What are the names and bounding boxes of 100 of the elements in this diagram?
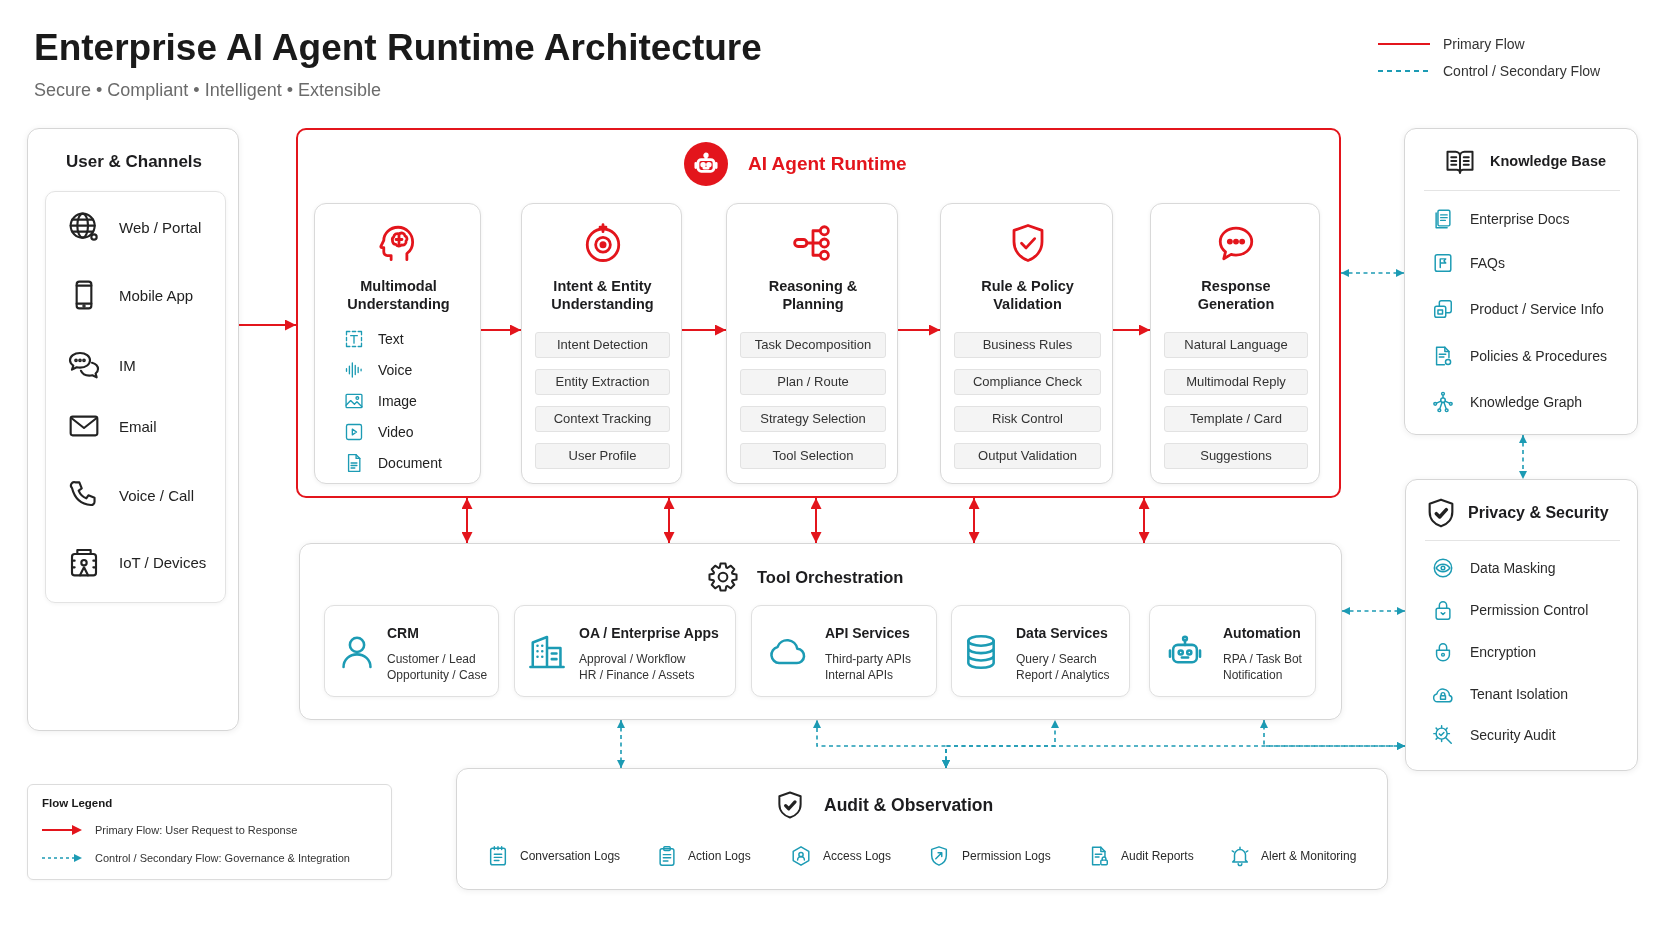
card-title: Rule & Policy Validation [980, 277, 1075, 313]
flow-arrow [1138, 497, 1150, 544]
service-card [751, 605, 937, 697]
section-panel [456, 768, 1388, 890]
capability-tag: Intent Detection [535, 332, 670, 358]
service-card [1149, 605, 1316, 697]
item-label: Security Audit [1470, 726, 1556, 744]
section-panel [299, 543, 1342, 720]
capability-tag: Natural Language [1164, 332, 1308, 358]
section-title: Knowledge Base [1490, 152, 1607, 170]
legend-label: Primary Flow [1443, 35, 1525, 53]
item-label: Tenant Isolation [1470, 685, 1569, 703]
legend-label: Control / Secondary Flow [1443, 62, 1601, 80]
capability-tag: Suggestions [1164, 443, 1308, 469]
flow-arrow [810, 497, 822, 544]
service-detail: Query / Search [1016, 651, 1097, 667]
stage-card [1150, 203, 1320, 484]
flow-arrow [942, 742, 1406, 769]
card-title: Multimodal Understanding [346, 277, 451, 313]
capability-tag: Task Decomposition [740, 332, 886, 358]
channel-label: Mobile App [119, 285, 194, 305]
service-detail: Notification [1223, 667, 1283, 683]
item-label: Product / Service Info [1470, 300, 1604, 318]
diagram-title: Enterprise AI Agent Runtime Architecture [34, 26, 762, 70]
flow-arrow [461, 497, 473, 544]
service-detail: HR / Finance / Assets [579, 667, 695, 683]
stage-card [726, 203, 898, 484]
capability-tag: Template / Card [1164, 406, 1308, 432]
service-title: Data Services [1016, 624, 1108, 642]
capability-tag: Tool Selection [740, 443, 886, 469]
service-detail: Approval / Workflow [579, 651, 686, 667]
service-detail: Report / Analytics [1016, 667, 1110, 683]
item-label: Knowledge Graph [1470, 393, 1583, 411]
capability-tag: Entity Extraction [535, 369, 670, 395]
flow-arrow [1519, 434, 1527, 480]
service-title: OA / Enterprise Apps [579, 624, 719, 642]
service-title: Automation [1223, 624, 1301, 642]
modality-label: Text [378, 330, 404, 348]
capability-tag: User Profile [535, 443, 670, 469]
flow-arrow [238, 319, 297, 331]
section-title: Tool Orchestration [757, 566, 904, 588]
modality-label: Video [378, 423, 414, 441]
channel-label: Voice / Call [119, 485, 195, 505]
log-type-label: Audit Reports [1121, 848, 1194, 864]
section-title: Audit & Observation [824, 794, 994, 816]
legend-label: Primary Flow: User Request to Response [95, 823, 298, 837]
item-label: Permission Control [1470, 601, 1589, 619]
diagram-subtitle: Secure • Compliant • Intelligent • Extensible [34, 78, 382, 102]
capability-tag: Compliance Check [954, 369, 1101, 395]
flow-arrow [617, 719, 625, 769]
item-label: FAQs [1470, 254, 1505, 272]
log-type-label: Alert & Monitoring [1261, 848, 1357, 864]
modality-label: Voice [378, 361, 413, 379]
capability-tag: Output Validation [954, 443, 1101, 469]
flow-arrow [681, 324, 727, 336]
flow-arrow [663, 497, 675, 544]
flow-arrow [1341, 607, 1406, 615]
item-label: Encryption [1470, 643, 1537, 661]
service-card [951, 605, 1130, 697]
flow-arrow [480, 324, 522, 336]
log-type-label: Access Logs [823, 848, 892, 864]
channel-list-panel [45, 191, 226, 603]
legend-label: Control / Secondary Flow: Governance & Integration [95, 851, 350, 865]
channel-label: Web / Portal [119, 217, 202, 237]
item-label: Enterprise Docs [1470, 210, 1570, 228]
channel-label: IM [119, 355, 136, 375]
card-title: Response Generation [1197, 277, 1275, 313]
section-panel [1405, 479, 1638, 771]
capability-tag: Strategy Selection [740, 406, 886, 432]
service-detail: Customer / Lead [387, 651, 476, 667]
service-card [514, 605, 736, 697]
log-type-label: Conversation Logs [520, 848, 621, 864]
item-label: Data Masking [1470, 559, 1556, 577]
stage-card [940, 203, 1113, 484]
section-title: AI Agent Runtime [748, 152, 907, 176]
capability-tag: Multimodal Reply [1164, 369, 1308, 395]
log-type-label: Permission Logs [962, 848, 1051, 864]
service-title: API Services [825, 624, 910, 642]
modality-label: Document [378, 454, 442, 472]
channel-label: IoT / Devices [119, 552, 207, 572]
panel-title: User & Channels [65, 150, 203, 172]
channel-label: Email [119, 416, 157, 436]
capability-tag: Business Rules [954, 332, 1101, 358]
legend-title: Flow Legend [42, 796, 113, 810]
service-detail: Third-party APIs [825, 651, 912, 667]
service-card [324, 605, 499, 697]
service-detail: RPA / Task Bot [1223, 651, 1302, 667]
service-title: CRM [387, 624, 419, 642]
service-detail: Opportunity / Case [387, 667, 488, 683]
modality-label: Image [378, 392, 417, 410]
stage-card [314, 203, 481, 484]
service-detail: Internal APIs [825, 667, 894, 683]
card-title: Intent & Entity Understanding [550, 277, 655, 313]
stage-card [521, 203, 682, 484]
capability-tag: Context Tracking [535, 406, 670, 432]
flow-arrow [897, 324, 941, 336]
item-label: Policies & Procedures [1470, 347, 1607, 365]
card-title: Reasoning & Planning [768, 277, 858, 313]
capability-tag: Plan / Route [740, 369, 886, 395]
flow-arrow [1340, 269, 1405, 277]
